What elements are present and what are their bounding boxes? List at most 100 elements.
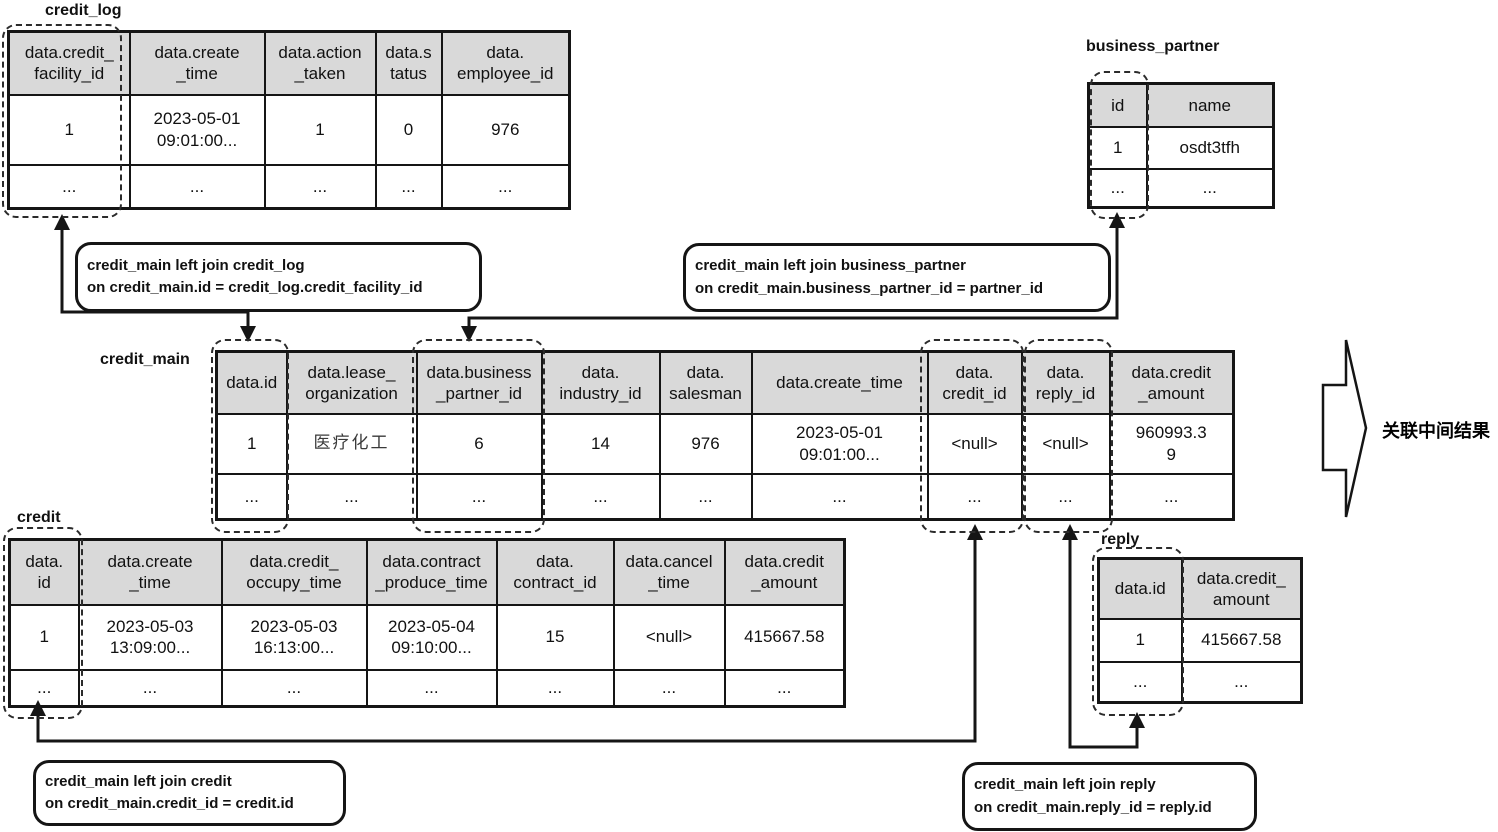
column-header: data. salesman <box>658 350 753 415</box>
join-box-credit-log: credit_main left join credit_log on cred… <box>75 242 482 312</box>
column-header: data.s tatus <box>374 30 443 96</box>
table-cell: ... <box>77 668 223 708</box>
table-cell: ... <box>285 472 418 521</box>
column-header: data.create _time <box>77 538 223 606</box>
table-row: ..................... <box>8 668 846 708</box>
column-header: data.cancel _time <box>612 538 726 606</box>
table-cell: ... <box>440 163 571 210</box>
table-cell: <null> <box>1020 412 1111 475</box>
table-cell: 1 <box>215 412 288 475</box>
table-cell: osdt3tfh <box>1145 125 1275 170</box>
column-header: data.credit_ occupy_time <box>220 538 368 606</box>
column-header: data.credit _amount <box>1108 350 1235 415</box>
column-header: data.action _taken <box>263 30 377 96</box>
table-cell: ... <box>215 472 288 521</box>
table-cell: ... <box>1108 472 1235 521</box>
join-box-credit-line1: credit_main left join credit <box>45 772 232 790</box>
table-cell: 960993.3 9 <box>1108 412 1235 475</box>
table-cell: ... <box>1020 472 1111 521</box>
table-title-credit-main: credit_main <box>100 351 190 368</box>
table-row: ........................... <box>215 472 1235 521</box>
table-cell: ... <box>540 472 661 521</box>
table-cell: 2023-05-01 09:01:00... <box>750 412 929 475</box>
column-header: name <box>1145 82 1275 128</box>
table-cell: 1 <box>1087 125 1148 170</box>
table-cell: ... <box>365 668 498 708</box>
join-box-business-partner-line2: on credit_main.business_partner_id = par… <box>695 279 1044 297</box>
table-cell: ... <box>658 472 753 521</box>
connector-credit-log-join <box>60 226 250 332</box>
result-label: 关联中间结果 <box>1382 421 1490 441</box>
table-cell: 15 <box>495 603 615 671</box>
connector-reply-join <box>1068 536 1139 749</box>
arrowhead-up-credit-table <box>30 700 46 716</box>
arrowhead-up-reply-table <box>1129 712 1145 728</box>
table-cell: ... <box>8 668 80 708</box>
table-cell: 2023-05-04 09:10:00... <box>365 603 498 671</box>
join-box-reply-line1: credit_main left join reply <box>974 776 1156 793</box>
table-cell: ... <box>926 472 1023 521</box>
table-cell: ... <box>612 668 726 708</box>
table-cell: 0 <box>374 93 443 166</box>
table-cell: ... <box>7 163 131 210</box>
arrowhead-down-credit-main-bp-id <box>461 326 477 342</box>
table-cell: 2023-05-03 13:09:00... <box>77 603 223 671</box>
table-cell: ... <box>220 668 368 708</box>
table-cell: 976 <box>658 412 753 475</box>
column-header: id <box>1087 82 1148 128</box>
column-header: data.credit _amount <box>723 538 846 606</box>
table-row: ...... <box>1087 167 1275 209</box>
column-header: data.create _time <box>128 30 266 96</box>
table-cell: ... <box>750 472 929 521</box>
table-cell: <null> <box>612 603 726 671</box>
table-title-business-partner: business_partner <box>1086 38 1220 55</box>
column-header: data. id <box>8 538 80 606</box>
arrowhead-up-business-partner <box>1109 212 1125 228</box>
table-cell: 1 <box>263 93 377 166</box>
table-cell: ... <box>1097 660 1183 704</box>
table-cell: 1 <box>1097 617 1183 663</box>
result-block-arrow <box>1321 339 1368 518</box>
table-cell: ... <box>723 668 846 708</box>
join-box-reply: credit_main left join reply on credit_ma… <box>962 762 1257 831</box>
column-header: data.create_time <box>750 350 929 415</box>
join-box-business-partner-line1: credit_main left join business_partner <box>695 257 966 274</box>
table-cell: ... <box>263 163 377 210</box>
table-cell: ... <box>128 163 266 210</box>
table-cell: ... <box>1145 167 1275 209</box>
table-cell: <null> <box>926 412 1023 475</box>
arrowhead-up-credit-main-reply-id <box>1062 524 1078 540</box>
column-header: data. industry_id <box>540 350 661 415</box>
table-cell: 976 <box>440 93 571 166</box>
join-box-credit: credit_main left join credit on credit_m… <box>33 760 346 826</box>
arrowhead-up-credit-log <box>54 214 70 230</box>
table-cell: 2023-05-03 16:13:00... <box>220 603 368 671</box>
column-header: data. credit_id <box>926 350 1023 415</box>
table-cell: ... <box>495 668 615 708</box>
column-header: data.credit_ facility_id <box>7 30 131 96</box>
table-cell: ... <box>374 163 443 210</box>
column-header: data. reply_id <box>1020 350 1111 415</box>
column-header: data. employee_id <box>440 30 571 96</box>
join-box-credit-log-line1: credit_main left join credit_log <box>87 256 305 274</box>
column-header: data.id <box>1097 557 1183 620</box>
column-header: data.credit_ amount <box>1180 557 1303 620</box>
table-title-reply: reply <box>1101 531 1140 548</box>
table-row: ............... <box>7 163 571 210</box>
table-cell: ... <box>1180 660 1303 704</box>
